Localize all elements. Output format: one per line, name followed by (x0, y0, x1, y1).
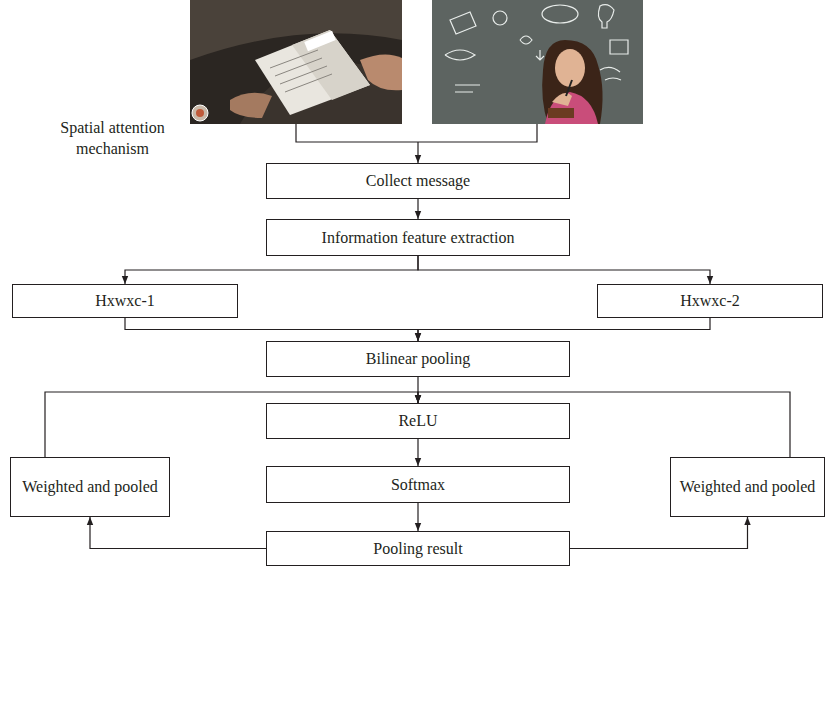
flow-arrow (417, 503, 418, 531)
box-text: ReLU (398, 411, 437, 430)
flow-arrow (417, 199, 418, 219)
process-box: Bilinear pooling (266, 341, 570, 377)
box-text: Bilinear pooling (366, 349, 470, 368)
box-text: Weighted and pooled (22, 477, 158, 496)
thinking-photo (432, 0, 643, 124)
flow-arrow (125, 256, 418, 284)
photo-bracket (296, 124, 537, 163)
process-box: Hxwxc-1 (12, 284, 238, 318)
process-box: Collect message (266, 163, 570, 199)
process-box: ReLU (266, 403, 570, 439)
process-box: Pooling result (266, 531, 570, 566)
side-process-box: Weighted and pooled (10, 457, 170, 517)
section-label: Spatial attention mechanism (60, 119, 164, 157)
flow-arrow (418, 256, 710, 284)
flow-arrow (90, 517, 266, 549)
flow-arrow (418, 318, 710, 341)
side-process-box: Weighted and pooled (670, 457, 825, 517)
box-text: Softmax (391, 475, 445, 494)
process-box: Information feature extraction (266, 219, 570, 256)
flow-arrow (570, 517, 748, 549)
box-text: Hxwxc-1 (95, 291, 155, 310)
box-text: Hxwxc-2 (680, 291, 740, 310)
flow-arrow (125, 318, 418, 341)
process-box: Softmax (266, 466, 570, 503)
box-text: Collect message (366, 171, 470, 190)
box-text: Information feature extraction (322, 228, 515, 247)
process-box: Hxwxc-2 (597, 284, 823, 318)
box-text: Weighted and pooled (680, 477, 816, 496)
box-text: Pooling result (373, 539, 462, 558)
flow-arrow (417, 439, 418, 466)
reading-photo (190, 0, 402, 124)
